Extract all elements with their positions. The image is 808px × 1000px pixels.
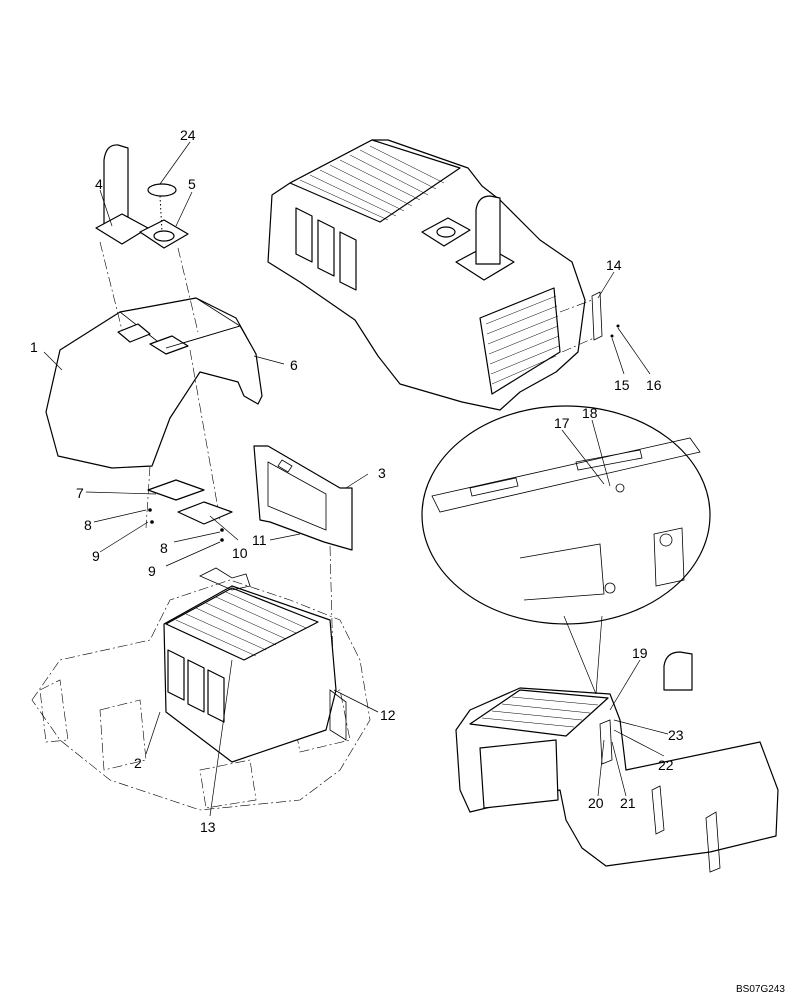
callout-4: 4 xyxy=(95,176,103,192)
callout-labels: 1 2 3 4 5 6 7 8 8 9 9 10 11 12 13 14 15 … xyxy=(30,127,684,835)
callout-13: 13 xyxy=(200,819,216,835)
callout-5: 5 xyxy=(188,176,196,192)
callout-14: 14 xyxy=(606,257,622,273)
callout-15: 15 xyxy=(614,377,630,393)
callout-12: 12 xyxy=(380,707,396,723)
figure-reference-code: BS07G243 xyxy=(736,984,785,995)
frame-and-radiator-view xyxy=(31,567,371,811)
callout-21: 21 xyxy=(620,795,636,811)
callout-9: 9 xyxy=(148,563,156,579)
callout-20: 20 xyxy=(588,795,604,811)
callout-10: 10 xyxy=(232,545,248,561)
side-door-assembly-view xyxy=(455,651,779,873)
assembled-hood-view xyxy=(267,139,620,411)
callout-8: 8 xyxy=(160,540,168,556)
leader-lines xyxy=(43,141,669,817)
callout-6: 6 xyxy=(290,357,298,373)
callout-9: 9 xyxy=(92,548,100,564)
callout-18: 18 xyxy=(582,405,598,421)
callout-23: 23 xyxy=(668,727,684,743)
callout-11: 11 xyxy=(252,532,267,548)
callout-19: 19 xyxy=(632,645,648,661)
callout-1: 1 xyxy=(30,339,38,355)
callout-17: 17 xyxy=(554,415,570,431)
callout-8: 8 xyxy=(84,517,92,533)
callout-7: 7 xyxy=(76,485,84,501)
callout-3: 3 xyxy=(378,465,386,481)
callout-16: 16 xyxy=(646,377,662,393)
callout-22: 22 xyxy=(658,757,674,773)
callout-24: 24 xyxy=(180,127,196,143)
detail-magnified-view xyxy=(421,405,711,695)
exploded-hood-view xyxy=(45,144,353,701)
callout-2: 2 xyxy=(134,755,142,771)
